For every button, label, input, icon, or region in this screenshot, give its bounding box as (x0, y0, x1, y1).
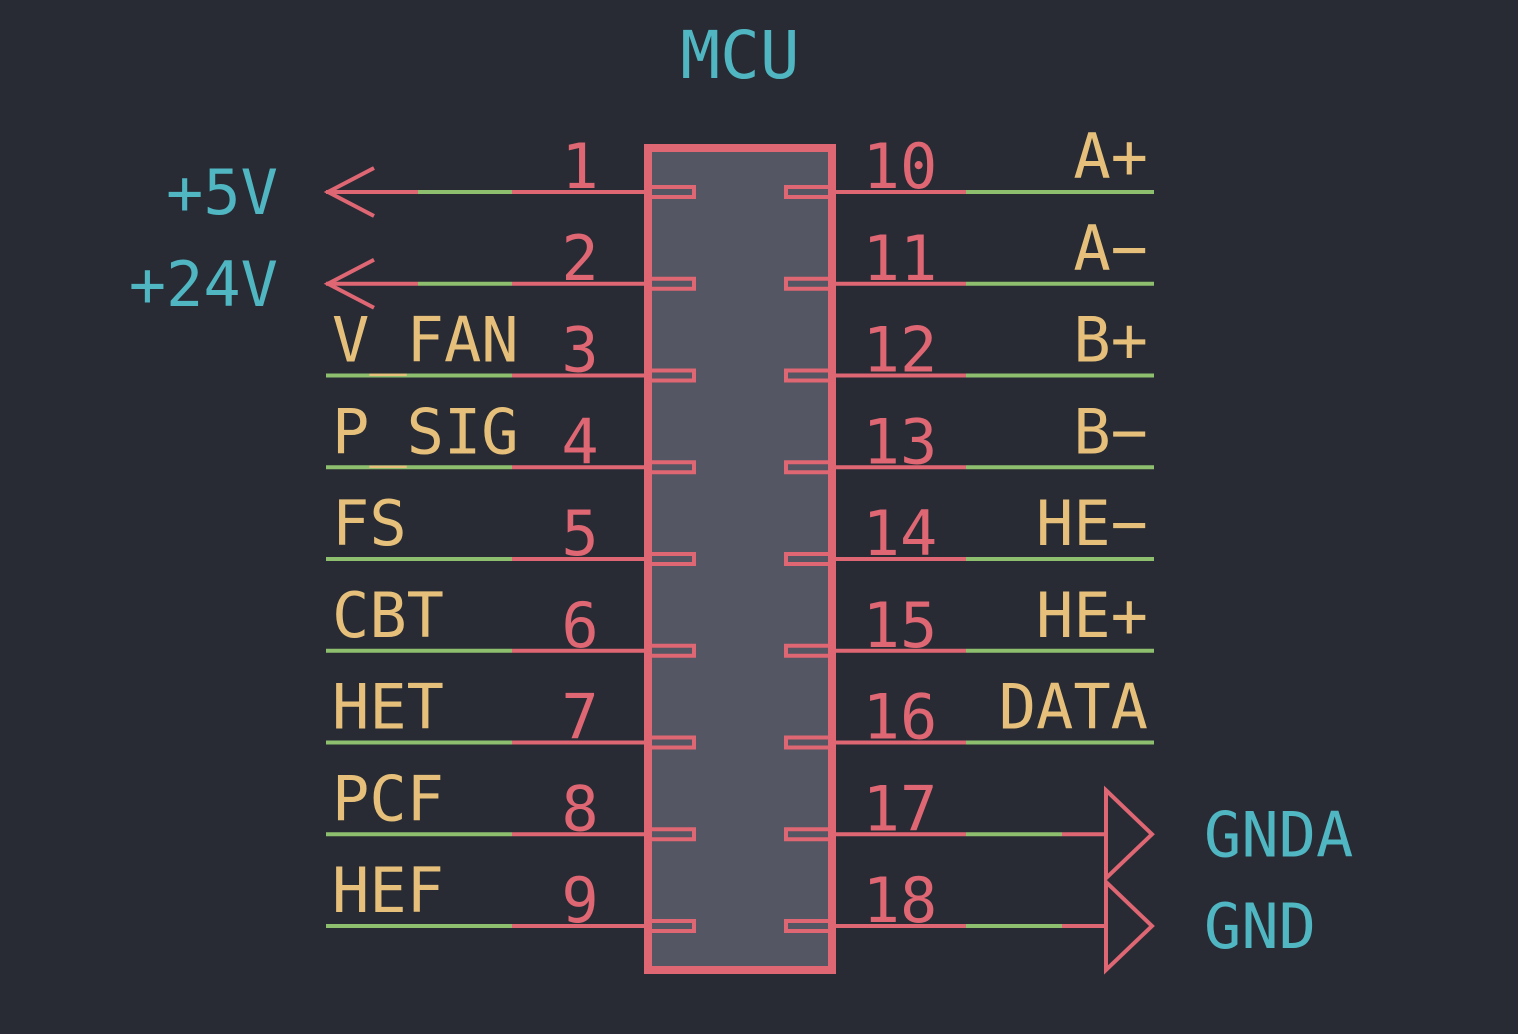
pin-number: 3 (561, 314, 598, 387)
power-net-label: +5V (166, 156, 278, 229)
net-label: A− (1073, 212, 1148, 285)
left-pin-7[interactable]: 7 HET (326, 671, 696, 754)
left-pin-1[interactable]: 1 +5V (166, 130, 696, 229)
ground-symbol-icon (1104, 877, 1155, 975)
pin-number: 7 (561, 681, 598, 754)
net-label: P_SIG (332, 395, 519, 468)
right-pin-17[interactable]: 17 GNDA (784, 772, 1353, 883)
net-label: HE+ (1036, 579, 1148, 652)
right-pin-18[interactable]: 18 GND (784, 864, 1316, 975)
net-label: V_FAN (332, 304, 519, 377)
pin-number: 14 (863, 497, 938, 570)
net-label: DATA (999, 671, 1148, 744)
pin-number: 2 (561, 222, 598, 295)
net-label: HET (332, 671, 444, 744)
pin-number: 1 (561, 130, 598, 203)
pin-number: 12 (863, 314, 938, 387)
right-pin-12[interactable]: 12 B+ (784, 304, 1154, 387)
left-pin-8[interactable]: 8 PCF (326, 762, 696, 845)
left-pin-4[interactable]: 4 P_SIG (326, 395, 696, 478)
net-label: CBT (332, 579, 444, 652)
net-label: B+ (1073, 304, 1148, 377)
net-label: HE− (1036, 487, 1148, 560)
left-pin-6[interactable]: 6 CBT (326, 579, 696, 662)
pin-number: 15 (863, 589, 938, 662)
right-pin-15[interactable]: 15 HE+ (784, 579, 1154, 662)
left-pin-3[interactable]: 3 V_FAN (326, 304, 696, 387)
component-body[interactable] (644, 144, 836, 974)
pin-number: 16 (863, 681, 938, 754)
component-ref: MCU (680, 17, 799, 94)
net-label: PCF (332, 762, 444, 835)
net-label: B− (1073, 395, 1148, 468)
net-label: A+ (1073, 120, 1148, 193)
power-net-label: GNDA (1204, 798, 1353, 871)
pin-number: 9 (561, 864, 598, 937)
left-pin-2[interactable]: 2 +24V (129, 222, 696, 321)
right-pin-11[interactable]: 11 A− (784, 212, 1154, 295)
pin-number: 4 (561, 405, 598, 478)
pin-number: 11 (863, 222, 938, 295)
net-label: HEF (332, 854, 444, 927)
pin-number: 8 (561, 772, 598, 845)
pin-number: 6 (561, 589, 598, 662)
pin-number: 5 (561, 497, 598, 570)
left-pin-5[interactable]: 5 FS (326, 487, 696, 570)
right-pin-10[interactable]: 10 A+ (784, 120, 1154, 203)
pin-number: 18 (863, 864, 938, 937)
right-pin-14[interactable]: 14 HE− (784, 487, 1154, 570)
left-pin-9[interactable]: 9 HEF (326, 854, 696, 937)
net-label: FS (332, 487, 407, 560)
pin-number: 13 (863, 405, 938, 478)
power-arrow-icon (323, 257, 375, 310)
pin-number: 17 (863, 772, 938, 845)
right-pin-13[interactable]: 13 B− (784, 395, 1154, 478)
right-pin-16[interactable]: 16 DATA (784, 671, 1154, 754)
power-net-label: GND (1204, 890, 1316, 963)
power-arrow-icon (323, 166, 375, 218)
ground-symbol-icon (1104, 785, 1155, 883)
pin-number: 10 (863, 130, 938, 203)
left-pin-group: 1 +5V 2 +24V 3 V_FAN 4 P_SIG 5 FS 6 CBT 7 HET 8 PCF 9 HEF (129, 130, 696, 937)
power-net-label: +24V (129, 248, 278, 321)
